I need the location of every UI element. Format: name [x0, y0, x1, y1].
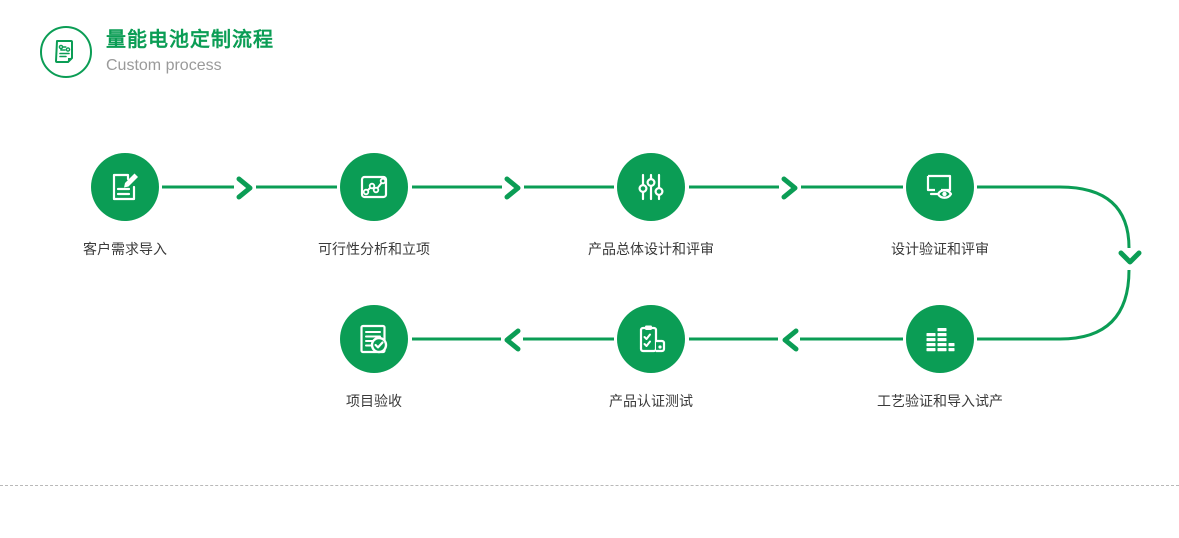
- process-document-icon: [40, 26, 92, 78]
- section-header: 量能电池定制流程 Custom process: [40, 26, 274, 78]
- sliders-icon: [617, 153, 685, 221]
- document-approved-icon: [340, 305, 408, 373]
- flow-step-4[interactable]: 设计验证和评审: [865, 153, 1015, 259]
- flow-step-3[interactable]: 产品总体设计和评审: [576, 153, 726, 259]
- section-divider: [0, 485, 1179, 487]
- clipboard-check-icon: [617, 305, 685, 373]
- page-title: 量能电池定制流程: [106, 29, 274, 51]
- connector-4-5: [977, 185, 1131, 249]
- connector-4-5: [977, 269, 1131, 341]
- flow-step-6[interactable]: 产品认证测试: [576, 305, 726, 411]
- flow-step-1[interactable]: 客户需求导入: [50, 153, 200, 259]
- bar-blocks-icon: [906, 305, 974, 373]
- flow-step-5[interactable]: 工艺验证和导入试产: [865, 305, 1015, 411]
- chevron-right-icon: [504, 176, 521, 200]
- line-chart-icon: [340, 153, 408, 221]
- chevron-left-icon: [782, 328, 799, 352]
- chevron-right-icon: [781, 176, 798, 200]
- chevron-left-icon: [504, 328, 521, 352]
- flow-step-7-label: 项目验收: [346, 393, 402, 409]
- flow-step-5-label: 工艺验证和导入试产: [877, 393, 1003, 409]
- document-edit-icon: [91, 153, 159, 221]
- header-text-block: 量能电池定制流程 Custom process: [106, 27, 274, 77]
- flow-connectors: [162, 176, 1142, 352]
- flow-step-2-label: 可行性分析和立项: [318, 241, 430, 257]
- chevron-down-icon: [1118, 250, 1142, 265]
- flow-step-4-label: 设计验证和评审: [891, 241, 989, 257]
- flow-step-6-label: 产品认证测试: [609, 393, 693, 409]
- chevron-right-icon: [236, 176, 253, 200]
- flow-step-2[interactable]: 可行性分析和立项: [299, 153, 449, 259]
- monitor-eye-icon: [906, 153, 974, 221]
- flow-step-7[interactable]: 项目验收: [299, 305, 449, 411]
- flow-step-3-label: 产品总体设计和评审: [588, 241, 714, 257]
- custom-process-flow: 客户需求导入 可行性分析和立项: [50, 153, 1142, 411]
- flow-step-1-label: 客户需求导入: [83, 241, 167, 257]
- page-subtitle: Custom process: [106, 57, 222, 74]
